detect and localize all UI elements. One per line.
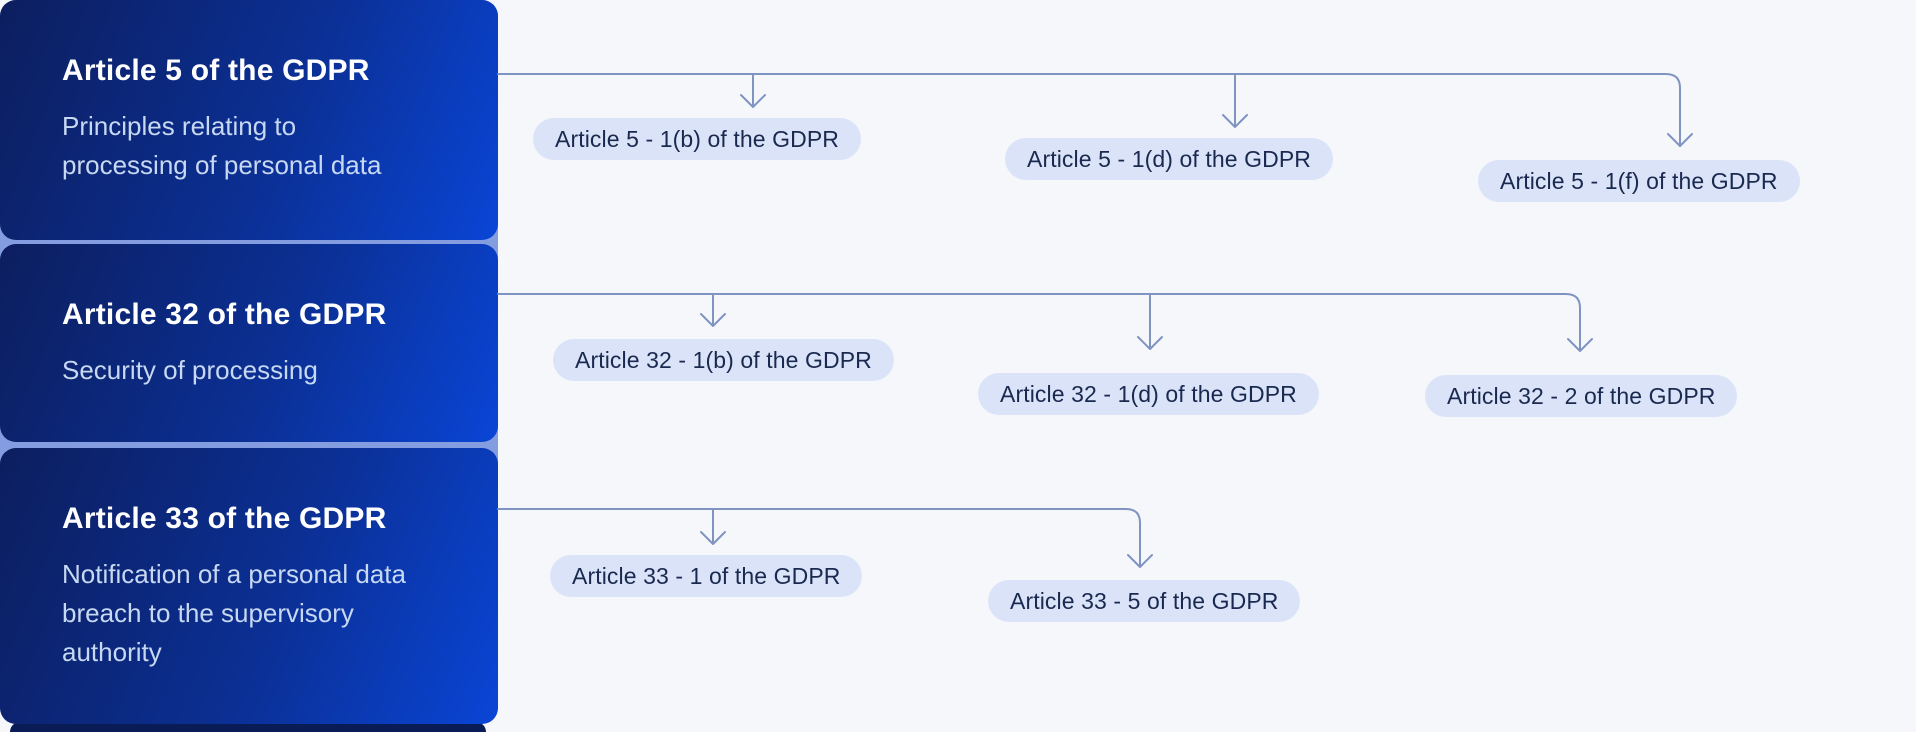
article-card-5: Article 5 of the GDPR Principles relatin…	[0, 0, 498, 240]
sub-article-pill: Article 33 - 5 of the GDPR	[988, 580, 1301, 622]
card-title: Article 5 of the GDPR	[62, 54, 370, 87]
card-title: Article 32 of the GDPR	[62, 298, 387, 331]
sub-article-pill: Article 33 - 1 of the GDPR	[550, 555, 863, 597]
sub-article-pill: Article 5 - 1(b) of the GDPR	[533, 118, 861, 160]
card-subtitle: Principles relating to processing of per…	[62, 110, 382, 180]
card-title: Article 33 of the GDPR	[62, 502, 387, 535]
article-card-33: Article 33 of the GDPR Notification of a…	[0, 448, 498, 724]
sub-article-pill: Article 32 - 1(b) of the GDPR	[553, 339, 894, 381]
sub-article-pill: Article 5 - 1(d) of the GDPR	[1005, 138, 1333, 180]
sub-article-pill: Article 32 - 2 of the GDPR	[1425, 375, 1738, 417]
sub-article-pill: Article 32 - 1(d) of the GDPR	[978, 373, 1319, 415]
next-card-peek	[10, 722, 486, 732]
article-card-32: Article 32 of the GDPR Security of proce…	[0, 244, 498, 442]
card-subtitle: Security of processing	[62, 354, 318, 385]
sub-article-pill: Article 5 - 1(f) of the GDPR	[1478, 160, 1800, 202]
card-subtitle: Notification of a personal data breach t…	[62, 558, 406, 667]
